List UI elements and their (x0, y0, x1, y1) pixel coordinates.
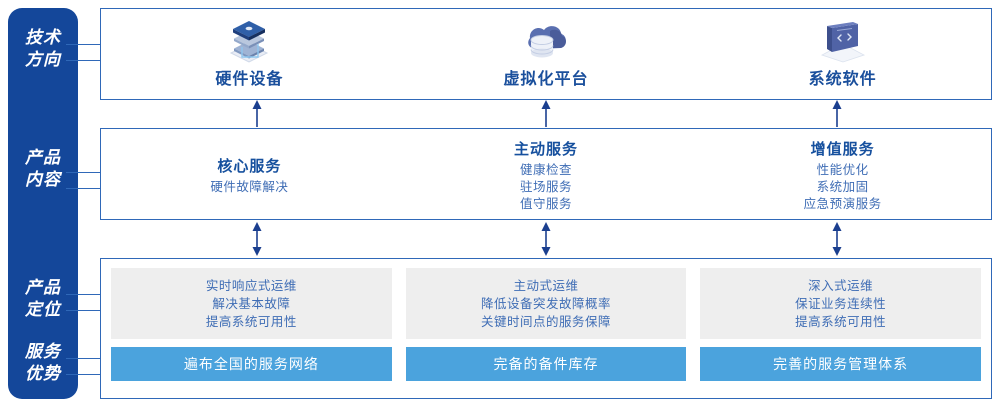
connector-advantage-top (66, 358, 102, 359)
product-item-core-1: 硬件故障解决 (210, 179, 289, 194)
bottom-column-1: 实时响应式运维 解决基本故障 提高系统可用性 遍布全国的服务网络 (111, 268, 392, 389)
server-stack-icon (230, 21, 269, 63)
connector-tech-bottom (66, 60, 102, 61)
sidebar-item-tech-direction[interactable]: 技术 方向 (8, 27, 78, 71)
connector-product-bottom (66, 188, 102, 189)
sidebar-rail (8, 8, 78, 399)
tech-title-hardware: 硬件设备 (215, 71, 284, 88)
arrow-updown-proactive (541, 222, 551, 256)
bottom-column-2: 主动式运维 降低设备突发故障概率 关键时间点的服务保障 完备的备件库存 (405, 268, 687, 389)
positioning-line-2-3: 关键时间点的服务保障 (481, 314, 612, 329)
connector-product-top (66, 172, 102, 173)
positioning-box-1[interactable]: 实时响应式运维 解决基本故障 提高系统可用性 (111, 268, 392, 339)
positioning-line-3-2: 保证业务连续性 (795, 296, 887, 311)
tech-column-software[interactable]: 系统软件 (694, 9, 991, 99)
connector-positioning-top (66, 294, 102, 295)
positioning-line-3-1: 深入式运维 (808, 278, 874, 293)
software-code-icon (820, 22, 865, 63)
tech-title-software: 系统软件 (808, 71, 877, 88)
sidebar-item-tech-direction-line1: 技术 (25, 28, 61, 47)
product-item-proactive-1: 健康检查 (520, 162, 573, 177)
product-title-proactive: 主动服务 (514, 140, 579, 158)
positioning-box-2[interactable]: 主动式运维 降低设备突发故障概率 关键时间点的服务保障 (405, 268, 687, 339)
positioning-advantage-panel: 实时响应式运维 解决基本故障 提高系统可用性 遍布全国的服务网络 主动式运维 降… (100, 258, 992, 399)
connector-advantage-bottom (66, 374, 102, 375)
tech-column-hardware[interactable]: 硬件设备 (101, 9, 398, 99)
sidebar-item-product-content-line1: 产品 (25, 148, 61, 167)
sidebar-item-service-advantage-line2: 优势 (25, 364, 61, 383)
product-item-valueadd-2: 系统加固 (816, 179, 869, 194)
product-content-panel: 核心服务 硬件故障解决 主动服务 健康检查 驻场服务 值守服务 增值服务 性能优… (100, 128, 992, 220)
tech-column-virtualization[interactable]: 虚拟化平台 (398, 9, 695, 99)
product-column-proactive[interactable]: 主动服务 健康检查 驻场服务 值守服务 (398, 129, 695, 219)
product-item-proactive-2: 驻场服务 (520, 179, 573, 194)
sidebar-item-tech-direction-line2: 方向 (25, 50, 61, 69)
cloud-database-icon (528, 26, 566, 58)
positioning-line-1-2: 解决基本故障 (212, 296, 291, 311)
sidebar-item-service-advantage[interactable]: 服务 优势 (8, 341, 78, 385)
sidebar-item-product-positioning-line2: 定位 (25, 300, 61, 319)
arrow-up-software (832, 100, 842, 127)
connector-tech-top (66, 44, 102, 45)
product-item-proactive-3: 值守服务 (520, 196, 573, 211)
connector-positioning-bottom (66, 310, 102, 311)
positioning-line-2-2: 降低设备突发故障概率 (481, 296, 612, 311)
arrow-updown-valueadd (832, 222, 842, 256)
product-item-valueadd-3: 应急预演服务 (803, 196, 882, 211)
advantage-bar-1[interactable]: 遍布全国的服务网络 (111, 347, 392, 381)
positioning-line-1-1: 实时响应式运维 (205, 278, 297, 293)
sidebar-item-service-advantage-line1: 服务 (25, 342, 61, 361)
bottom-column-3: 深入式运维 保证业务连续性 提高系统可用性 完善的服务管理体系 (700, 268, 982, 389)
tech-direction-panel: 硬件设备 虚拟化平台 (100, 8, 992, 100)
sidebar-item-product-content-line2: 内容 (25, 170, 61, 189)
positioning-line-1-3: 提高系统可用性 (205, 314, 297, 329)
positioning-line-2-1: 主动式运维 (513, 278, 579, 293)
product-title-valueadd: 增值服务 (810, 140, 875, 158)
product-column-valueadd[interactable]: 增值服务 性能优化 系统加固 应急预演服务 (694, 129, 991, 219)
sidebar-item-product-content[interactable]: 产品 内容 (8, 147, 78, 191)
sidebar-item-product-positioning[interactable]: 产品 定位 (8, 277, 78, 321)
product-title-core: 核心服务 (217, 157, 282, 175)
arrow-up-virtualization (541, 100, 551, 127)
sidebar-item-product-positioning-line1: 产品 (25, 278, 61, 297)
arrow-updown-core (252, 222, 262, 256)
positioning-line-3-3: 提高系统可用性 (795, 314, 887, 329)
advantage-bar-3[interactable]: 完善的服务管理体系 (700, 347, 982, 381)
product-item-valueadd-1: 性能优化 (816, 162, 869, 177)
advantage-bar-2[interactable]: 完备的备件库存 (405, 347, 687, 381)
product-column-core[interactable]: 核心服务 硬件故障解决 (101, 129, 398, 219)
tech-title-virtualization: 虚拟化平台 (503, 71, 589, 88)
arrow-up-hardware (252, 100, 262, 127)
positioning-box-3[interactable]: 深入式运维 保证业务连续性 提高系统可用性 (700, 268, 982, 339)
